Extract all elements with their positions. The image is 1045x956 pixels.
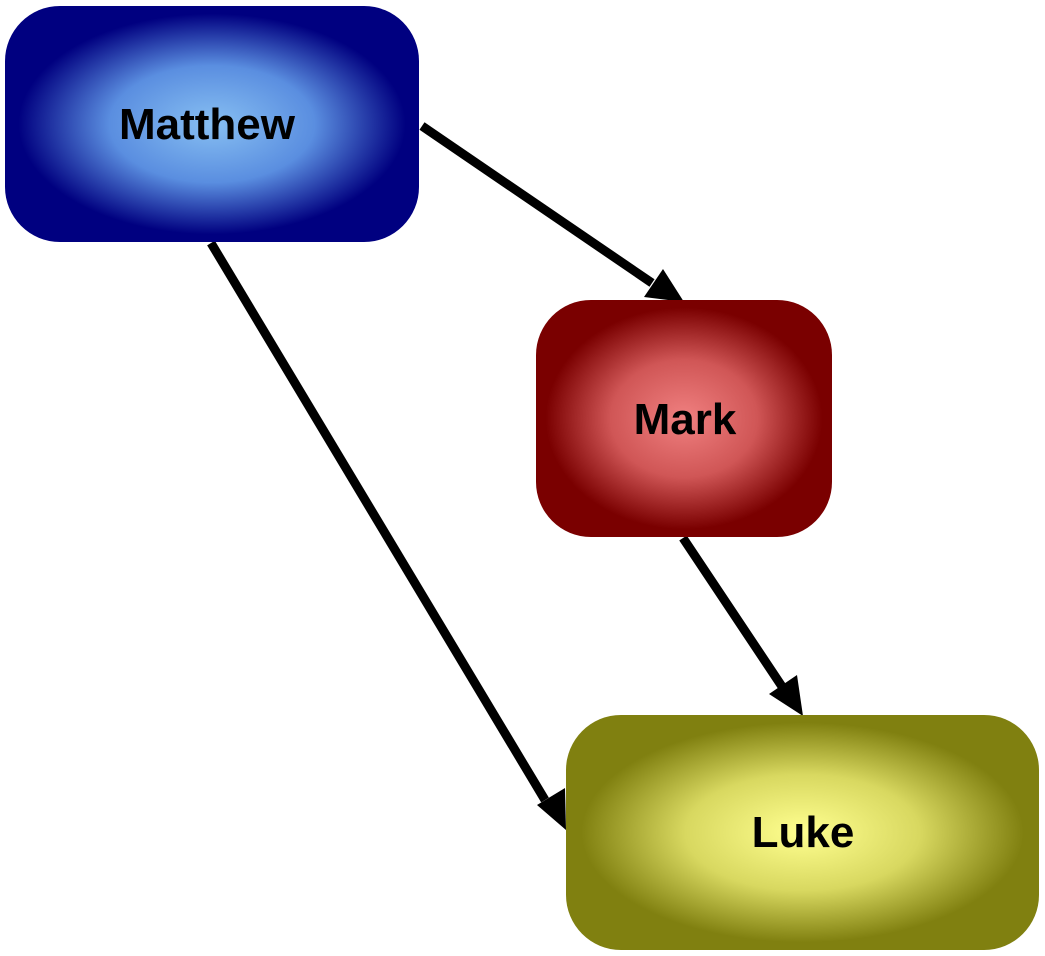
edge-matthew-to-luke <box>207 240 566 830</box>
arrowhead-icon <box>769 675 803 716</box>
edge-mark-to-luke <box>679 535 803 716</box>
node-luke: Luke <box>566 715 1039 950</box>
node-label-matthew: Matthew <box>119 100 296 149</box>
node-label-luke: Luke <box>752 808 855 857</box>
node-label-mark: Mark <box>634 395 737 444</box>
node-mark: Mark <box>536 300 832 537</box>
arrowhead-icon <box>537 788 566 830</box>
node-matthew: Matthew <box>5 6 419 242</box>
edge-matthew-to-mark <box>419 122 684 302</box>
arrowhead-icon <box>644 269 684 302</box>
